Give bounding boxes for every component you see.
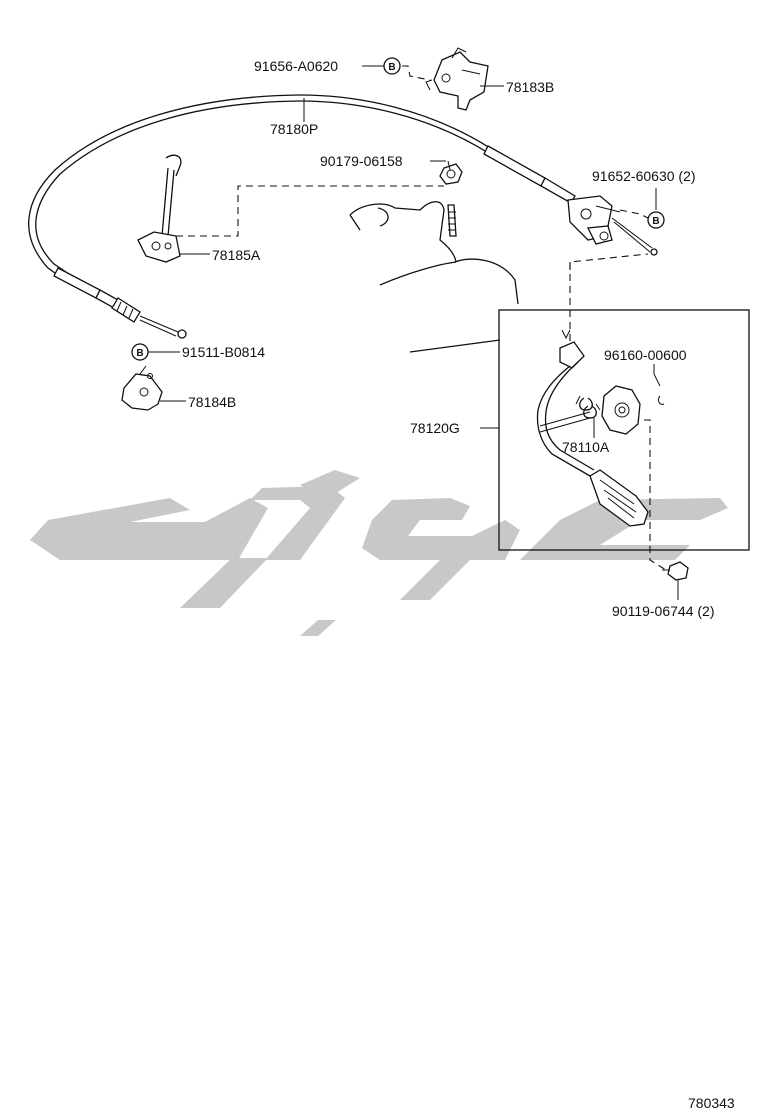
b-circle-markers: B B B bbox=[131, 57, 665, 361]
diagram-code: 780343 bbox=[688, 1095, 735, 1111]
watermark-logo bbox=[30, 470, 728, 636]
bracket-78183B bbox=[425, 47, 489, 111]
label-78184B: 78184B bbox=[188, 394, 236, 410]
link-78185A bbox=[137, 154, 182, 263]
pedal-pivot-plate bbox=[601, 385, 665, 435]
label-78120G: 78120G bbox=[410, 420, 460, 436]
label-91652-60630: 91652-60630 (2) bbox=[592, 168, 696, 184]
label-90179-06158: 90179-06158 bbox=[320, 153, 403, 169]
part-78184B bbox=[121, 365, 163, 411]
label-78183B: 78183B bbox=[506, 79, 554, 95]
label-91511-B0814: 91511-B0814 bbox=[182, 344, 265, 360]
b-circle-icon-letter: B bbox=[388, 62, 395, 73]
label-78185A: 78185A bbox=[212, 247, 261, 263]
spring-78110A bbox=[539, 395, 601, 433]
accelerator-pedal bbox=[536, 329, 649, 527]
label-leaders bbox=[148, 65, 679, 600]
label-78110A: 78110A bbox=[562, 439, 610, 455]
b-circle-icon-letter: B bbox=[136, 348, 143, 359]
b-circle-icon-letter: B bbox=[652, 216, 659, 227]
throttle-cable bbox=[28, 94, 576, 339]
bolt-90119 bbox=[662, 561, 689, 581]
label-96160-00600: 96160-00600 bbox=[604, 347, 687, 363]
label-78180P: 78180P bbox=[270, 121, 318, 137]
dashed-leaders bbox=[176, 65, 667, 571]
engine-bracket bbox=[349, 163, 519, 353]
label-90119-06744: 90119-06744 (2) bbox=[612, 603, 714, 619]
label-91656-A0620: 91656-A0620 bbox=[254, 58, 338, 74]
assembly-box-78120G bbox=[498, 309, 750, 551]
cable-end-bracket bbox=[567, 195, 658, 256]
b-circle-icon bbox=[647, 211, 665, 229]
